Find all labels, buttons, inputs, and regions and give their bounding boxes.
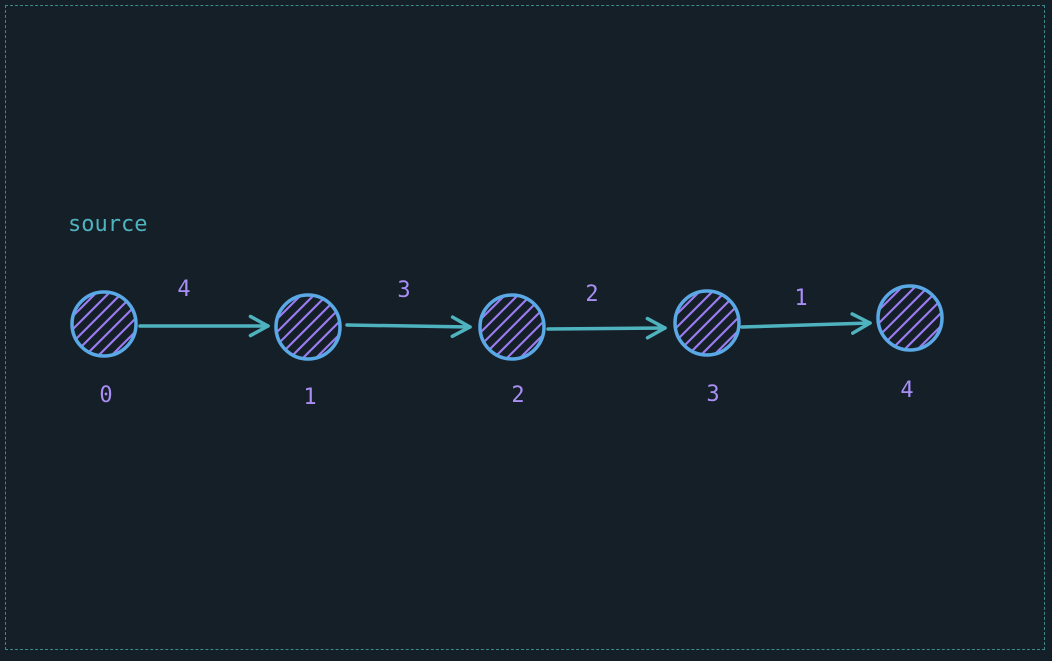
nodes-layer: 0 1 2 3 4	[70, 284, 944, 410]
edge-line	[740, 321, 872, 329]
edge-1-2: 3	[345, 278, 472, 339]
node-label: 0	[99, 383, 112, 408]
edge-weight-label: 3	[397, 278, 410, 303]
edge-line	[546, 326, 667, 331]
arrowhead	[248, 314, 270, 338]
edge-line	[345, 323, 472, 329]
node-4: 4	[876, 284, 944, 403]
arrowhead	[645, 316, 667, 340]
node-label: 1	[303, 385, 316, 410]
node-outline	[478, 293, 546, 361]
node-outline	[876, 284, 944, 352]
edge-weight-label: 2	[585, 282, 598, 307]
source-label: source	[68, 212, 147, 237]
dashed-frame	[5, 5, 1045, 650]
edge-0-1: 4	[138, 277, 270, 338]
node-label: 4	[900, 378, 913, 403]
node-0: 0	[70, 290, 138, 408]
edge-3-4: 1	[740, 286, 872, 335]
arrowhead	[850, 312, 872, 335]
edge-weight-label: 1	[794, 286, 807, 311]
node-outline	[274, 293, 342, 361]
arrowhead	[450, 315, 472, 339]
edge-2-3: 2	[546, 282, 667, 340]
node-label: 3	[706, 382, 719, 407]
node-outline	[70, 290, 138, 358]
node-3: 3	[673, 289, 741, 407]
node-outline	[673, 289, 741, 357]
edge-weight-label: 4	[177, 277, 190, 302]
edges-layer: 4 3 2 1	[138, 277, 872, 340]
node-label: 2	[511, 383, 524, 408]
node-2: 2	[478, 293, 546, 408]
node-1: 1	[274, 293, 342, 410]
